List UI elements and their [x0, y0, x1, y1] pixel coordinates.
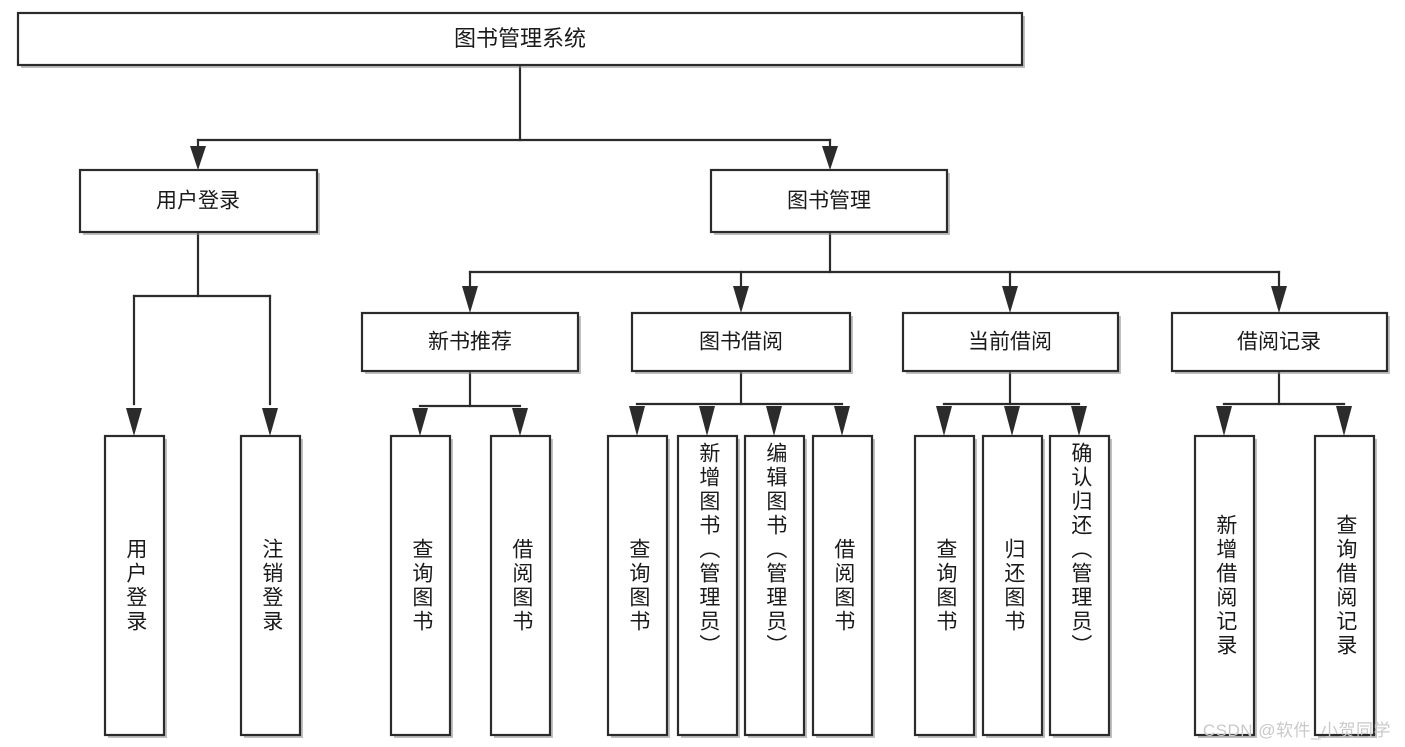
node-new-book-recommend[interactable]: 新书推荐 — [360, 311, 581, 374]
leaf-new-book-1-rect — [389, 434, 452, 737]
leaf-node-borrow-record-add[interactable] — [1193, 434, 1257, 738]
connector-group-book-borrow — [629, 371, 850, 436]
leaf-node-user-login-login[interactable] — [103, 434, 167, 738]
node-user-login-rect — [78, 168, 319, 234]
arrow-head-leaf-book-borrow-2 — [699, 406, 715, 436]
node-book-manage-rect — [709, 168, 949, 234]
leaf-book-borrow-2-rect — [676, 434, 739, 737]
arrow-head-leaf-borrow-record-2 — [1336, 406, 1352, 436]
connector-group-borrow-record — [1216, 371, 1352, 436]
node-current-borrow-rect — [901, 311, 1120, 373]
arrow-head-leaf-new-book-2 — [512, 408, 528, 436]
leaf-node-current-borrow-return[interactable] — [981, 434, 1045, 738]
leaf-user-login-2-rect — [239, 434, 302, 737]
node-current-borrow[interactable]: 当前借阅 — [901, 311, 1121, 374]
arrow-head-to-borrow-record — [1271, 286, 1287, 313]
arrow-head-leaf-book-borrow-3 — [766, 406, 782, 436]
leaf-node-book-borrow-query[interactable] — [606, 434, 670, 738]
arrow-head-leaf-current-borrow-1 — [936, 406, 952, 436]
watermark: CSDN @软件_小贺同学 — [1202, 721, 1391, 740]
node-user-login[interactable]: 用户登录 — [78, 168, 320, 235]
node-new-book-label: 新书推荐 — [428, 331, 512, 354]
arrow-head-to-user-login — [190, 146, 206, 170]
leaf-node-current-borrow-query[interactable] — [913, 434, 977, 738]
node-borrow-record-rect — [1170, 311, 1389, 373]
node-book-borrow[interactable]: 图书借阅 — [630, 311, 853, 374]
leaf-node-book-borrow-edit[interactable] — [743, 434, 807, 738]
leaf-node-new-book-query[interactable] — [389, 434, 453, 738]
leaf-book-borrow-3-rect — [743, 434, 806, 737]
arrow-head-to-book-borrow — [733, 286, 749, 313]
arrow-head-leaf-current-borrow-2 — [1004, 406, 1020, 436]
connector-group-root — [190, 63, 838, 170]
connector-group-book-manage — [462, 230, 1287, 313]
leaf-book-borrow-1-rect — [606, 434, 669, 737]
leaf-new-book-2-rect — [489, 434, 552, 737]
node-book-manage[interactable]: 图书管理 — [709, 168, 950, 235]
node-root-system[interactable]: 图书管理系统 — [16, 11, 1025, 68]
node-book-borrow-label: 图书借阅 — [699, 331, 783, 354]
arrow-head-leaf-book-borrow-1 — [629, 406, 645, 436]
connector-group-user-login — [126, 230, 278, 436]
leaf-borrow-record-2-rect — [1313, 434, 1376, 737]
leaf-node-book-borrow-add[interactable] — [676, 434, 740, 738]
connector-group-new-book — [412, 371, 528, 436]
leaf-current-borrow-3-rect — [1048, 434, 1111, 737]
arrow-head-to-book-manage — [822, 146, 838, 170]
arrow-head-leaf-new-book-1 — [412, 408, 428, 436]
node-borrow-record[interactable]: 借阅记录 — [1170, 311, 1390, 374]
node-book-manage-label: 图书管理 — [787, 190, 871, 213]
leaf-current-borrow-1-rect — [913, 434, 976, 737]
leaf-node-current-borrow-confirm[interactable] — [1048, 434, 1112, 738]
arrow-head-leaf-user-login-1 — [126, 408, 142, 436]
node-borrow-record-label: 借阅记录 — [1237, 331, 1321, 354]
connector-group-current-borrow — [936, 371, 1087, 436]
leaf-node-user-login-logout[interactable] — [239, 434, 303, 738]
leaf-book-borrow-4-rect — [811, 434, 874, 737]
node-root-label: 图书管理系统 — [454, 26, 586, 51]
leaf-borrow-record-1-rect — [1193, 434, 1256, 737]
node-book-borrow-rect — [630, 311, 852, 373]
leaf-node-new-book-borrow[interactable] — [489, 434, 553, 738]
node-root-rect — [16, 11, 1024, 67]
arrow-head-leaf-user-login-2 — [262, 408, 278, 436]
arrow-head-leaf-borrow-record-1 — [1216, 406, 1232, 436]
arrow-head-leaf-book-borrow-4 — [834, 406, 850, 436]
leaf-node-borrow-record-query[interactable] — [1313, 434, 1377, 738]
leaf-node-book-borrow-borrow[interactable] — [811, 434, 875, 738]
node-new-book-rect — [360, 311, 580, 373]
arrow-head-to-new-book — [462, 286, 478, 313]
arrow-head-leaf-current-borrow-3 — [1071, 406, 1087, 436]
arrow-head-to-current-borrow — [1002, 286, 1018, 313]
node-user-login-label: 用户登录 — [156, 190, 240, 213]
node-current-borrow-label: 当前借阅 — [968, 331, 1052, 354]
leaf-current-borrow-2-rect — [981, 434, 1044, 737]
leaf-user-login-1-rect — [103, 434, 166, 737]
